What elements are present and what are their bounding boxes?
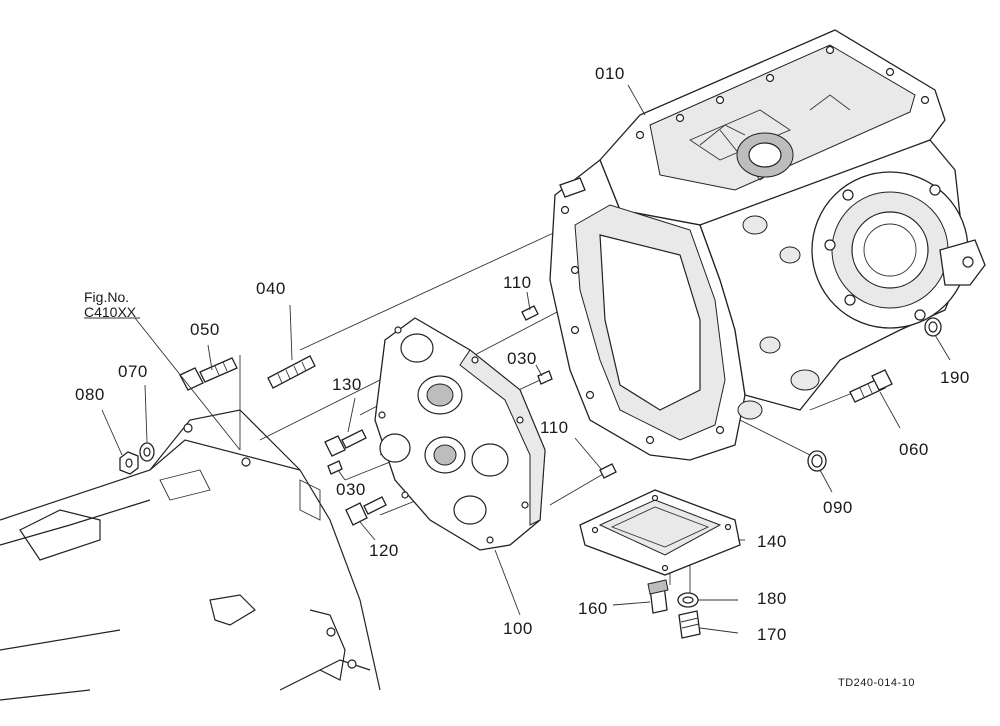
bolt-130 <box>324 429 367 457</box>
callout-060: 060 <box>899 440 929 459</box>
leader-lines <box>84 84 951 634</box>
callout-050: 050 <box>190 320 220 339</box>
washer-180 <box>677 592 699 608</box>
transmission-case-010 <box>549 29 986 461</box>
pin-030-lower <box>327 460 343 475</box>
callout-110-lower: 110 <box>540 418 569 437</box>
figure-ref-code: C410XX <box>84 304 137 320</box>
callout-030-upper: 030 <box>507 349 537 368</box>
stud-040 <box>267 355 316 389</box>
callout-190: 190 <box>940 368 970 387</box>
callout-120: 120 <box>369 541 399 560</box>
front-cover-plate-100 <box>374 317 546 551</box>
callout-040: 040 <box>256 279 286 298</box>
nut-080 <box>119 451 139 475</box>
callout-140: 140 <box>757 532 787 551</box>
drawing-id: TD240-014-10 <box>838 677 915 689</box>
figure-reference: Fig.No. C410XX <box>84 289 137 320</box>
callout-090: 090 <box>823 498 853 517</box>
dowel-pin-110-lower <box>599 463 617 479</box>
pin-030-upper <box>537 370 553 385</box>
bolt-120 <box>345 496 387 526</box>
callout-030-lower: 030 <box>336 480 366 499</box>
callout-170: 170 <box>757 625 787 644</box>
bolt-060 <box>849 369 893 403</box>
callout-100: 100 <box>503 619 533 638</box>
callout-010: 010 <box>595 64 625 83</box>
bolt-050 <box>179 357 238 391</box>
figure-ref-label: Fig.No. <box>84 289 129 305</box>
callout-070: 070 <box>118 362 148 381</box>
o-ring-090 <box>807 450 827 472</box>
plug-170 <box>678 610 701 639</box>
callout-160: 160 <box>578 599 608 618</box>
bottom-cover-140 <box>579 489 741 576</box>
callout-110-upper: 110 <box>503 273 532 292</box>
callout-130: 130 <box>332 375 362 394</box>
mating-housing-outline <box>0 409 381 701</box>
callout-180: 180 <box>757 589 787 608</box>
callout-080: 080 <box>75 385 105 404</box>
callout-labels: 010 110 040 050 030 070 080 130 110 030 … <box>75 64 970 644</box>
plug-160 <box>647 579 669 614</box>
o-ring-190 <box>924 317 942 337</box>
washer-070 <box>139 442 155 462</box>
